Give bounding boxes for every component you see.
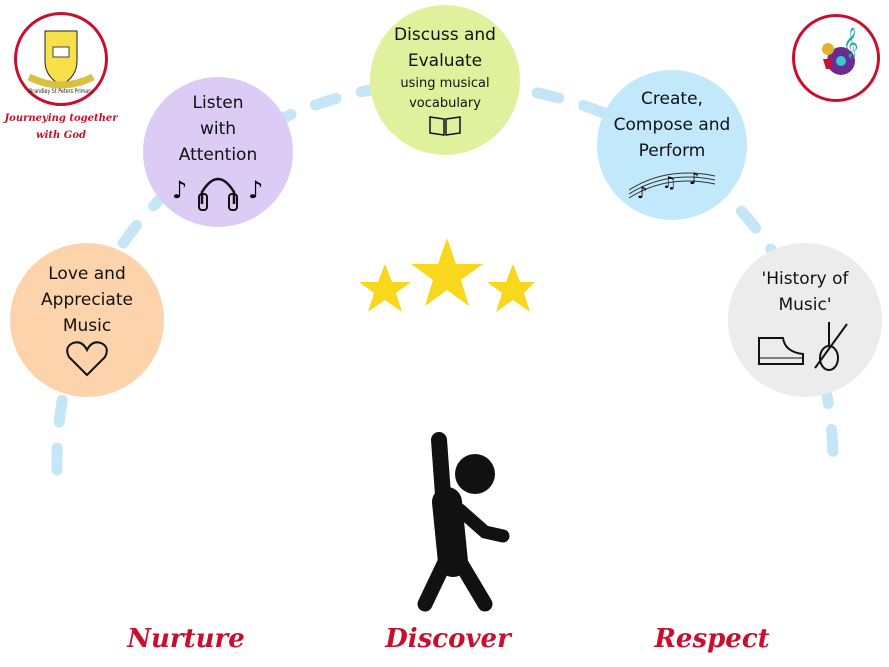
node-text: 'History of xyxy=(761,269,849,289)
book-icon xyxy=(429,116,461,136)
stick-figure-icon xyxy=(417,432,510,612)
svg-text:♪: ♪ xyxy=(172,176,187,204)
node-text: Perform xyxy=(638,141,706,161)
node-history-of-music: 'History of Music' xyxy=(728,243,882,397)
node-text: Music xyxy=(62,316,112,336)
crest-icon: Brandley St Peters Primary xyxy=(27,30,95,95)
node-text: Discuss and xyxy=(394,25,496,45)
svg-text:♪: ♪ xyxy=(689,169,699,188)
node-subtext: using musical xyxy=(400,76,490,91)
value-nurture: Nurture xyxy=(127,624,245,654)
svg-text:𝄞: 𝄞 xyxy=(843,27,858,59)
svg-text:♪: ♪ xyxy=(637,183,647,202)
node-subtext: vocabulary xyxy=(409,96,481,111)
motto-line: with God xyxy=(36,130,86,141)
microphone-treble-clef-icon: 𝄞 xyxy=(822,27,858,75)
heart-icon xyxy=(66,341,108,377)
node-create-compose-perform: Create, Compose and Perform ♪ ♫ ♪ xyxy=(597,70,747,220)
node-text: with xyxy=(199,119,237,139)
node-listen-attention: Listen with Attention ♪ ♪ xyxy=(143,77,293,227)
value-respect: Respect xyxy=(654,624,770,654)
headphones-icon: ♪ ♪ xyxy=(172,176,263,211)
school-motto: Journeying together with God xyxy=(0,110,122,144)
stars-icon xyxy=(359,238,535,312)
music-logo: 𝄞 xyxy=(792,14,880,102)
node-text: Compose and xyxy=(613,115,731,135)
node-discuss-evaluate: Discuss and Evaluate using musical vocab… xyxy=(370,5,520,155)
svg-text:♪: ♪ xyxy=(248,176,263,204)
value-discover: Discover xyxy=(385,624,511,654)
svg-text:♫: ♫ xyxy=(662,173,676,192)
piano-violin-icon xyxy=(758,322,848,371)
node-text: Listen xyxy=(192,93,244,113)
node-text: Appreciate xyxy=(41,290,133,310)
node-text: Attention xyxy=(178,145,258,165)
node-text: Music' xyxy=(778,295,832,315)
crest-text: Brandley St Peters Primary xyxy=(29,88,93,95)
node-text: Love and xyxy=(48,264,126,284)
music-notes-icon: ♪ ♫ ♪ xyxy=(628,169,716,202)
node-love-appreciate: Love and Appreciate Music xyxy=(10,243,164,397)
node-text: Create, xyxy=(641,89,703,109)
school-logo: Brandley St Peters Primary xyxy=(14,12,108,106)
node-text: Evaluate xyxy=(407,51,483,71)
motto-line: Journeying together xyxy=(4,113,118,124)
